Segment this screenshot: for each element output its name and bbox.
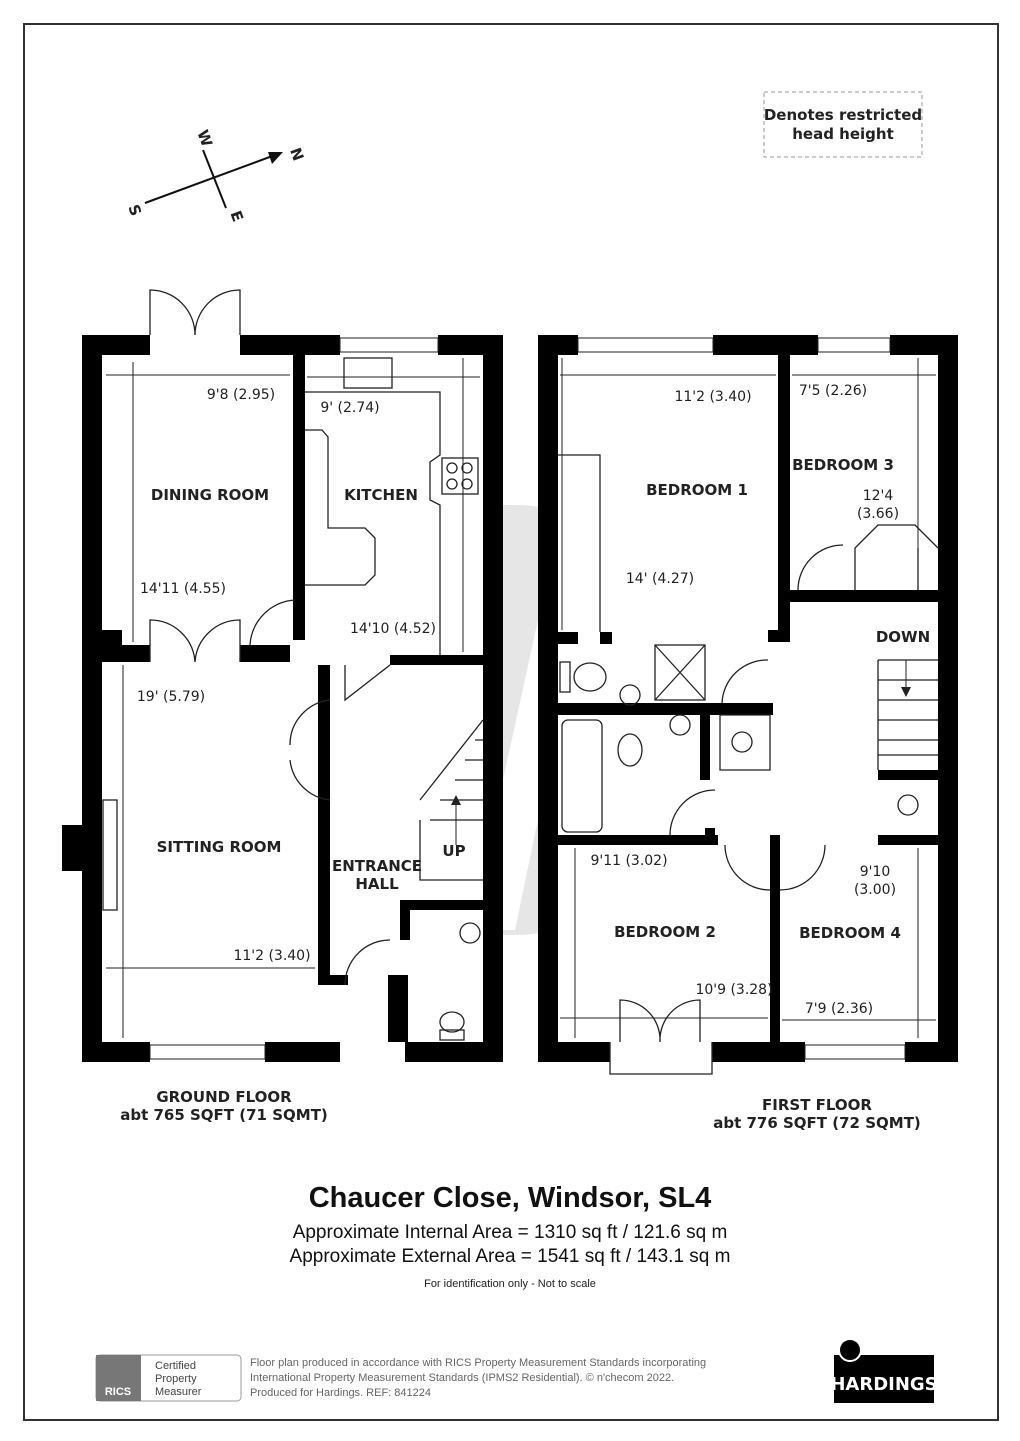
- room-label-entrance-hall: HALL: [355, 875, 399, 893]
- dimension-kitchen-width: 9' (2.74): [320, 400, 379, 416]
- first-floor-plan: BEDROOM 1 BEDROOM 3 BEDROOM 2 BEDROOM 4 …: [538, 335, 958, 1132]
- certified-text: Property: [155, 1373, 197, 1385]
- certified-text: Certified: [155, 1360, 196, 1372]
- footer-note: Floor plan produced in accordance with R…: [250, 1357, 706, 1369]
- external-area: Approximate External Area = 1541 sq ft /…: [290, 1246, 731, 1267]
- disclaimer: For identification only - Not to scale: [424, 1278, 596, 1290]
- dimension-sitting-length: 19' (5.79): [137, 689, 205, 705]
- footer-note: Produced for Hardings. REF: 841224: [250, 1387, 431, 1399]
- dimension-bedroom3-length: (3.66): [857, 506, 899, 522]
- rics-badge: RICS Certified Property Measurer: [95, 1354, 242, 1402]
- room-label-bedroom-1: BEDROOM 1: [646, 481, 748, 499]
- dimension-bedroom4-length: 9'10: [860, 864, 891, 880]
- ground-floor-label: GROUND FLOOR: [156, 1088, 292, 1106]
- dimension-bedroom4-width: 7'9 (2.36): [805, 1001, 873, 1017]
- legend-text: Denotes restricted: [764, 106, 922, 124]
- rics-logo-text: RICS: [105, 1386, 131, 1398]
- dimension-bedroom3-width: 7'5 (2.26): [799, 383, 867, 399]
- dimension-bedroom2-width: 10'9 (3.28): [695, 982, 772, 998]
- room-label-dining-room: DINING ROOM: [151, 486, 269, 504]
- footer-note: International Property Measurement Stand…: [250, 1372, 674, 1384]
- room-label-bedroom-3: BEDROOM 3: [792, 456, 894, 474]
- first-floor-label: FIRST FLOOR: [762, 1096, 872, 1114]
- legend-text: head height: [792, 125, 894, 143]
- ground-floor-plan: DINING ROOM KITCHEN SITTING ROOM ENTRANC…: [62, 289, 503, 1124]
- room-label-sitting-room: SITTING ROOM: [157, 838, 282, 856]
- property-title: Chaucer Close, Windsor, SL4: [309, 1182, 712, 1214]
- restricted-height-legend: Denotes restricted head height: [763, 91, 923, 158]
- brand-name: HARDINGS: [830, 1374, 937, 1395]
- page-border: [23, 23, 999, 1421]
- dimension-dining-length: 14'11 (4.55): [140, 581, 226, 597]
- hardings-logo: HARDINGS: [830, 1338, 938, 1403]
- dimension-sitting-width: 11'2 (3.40): [233, 948, 310, 964]
- compass-north: N: [286, 145, 307, 163]
- room-label-entrance-hall: ENTRANCE: [332, 857, 422, 875]
- room-label-bedroom-4: BEDROOM 4: [799, 924, 901, 942]
- dimension-dining-width: 9'8 (2.95): [207, 387, 275, 403]
- dimension-bedroom1-width: 11'2 (3.40): [674, 389, 751, 405]
- stairs-up-label: UP: [442, 842, 465, 860]
- dimension-bedroom1-length: 14' (4.27): [626, 571, 694, 587]
- dimension-bedroom4-length: (3.00): [854, 882, 896, 898]
- room-label-bedroom-2: BEDROOM 2: [614, 923, 716, 941]
- ground-floor-area: abt 765 SQFT (71 SQMT): [120, 1106, 328, 1124]
- dimension-bedroom3-length: 12'4: [863, 488, 894, 504]
- compass-icon: N S W E: [124, 127, 307, 224]
- compass-south: S: [124, 202, 145, 218]
- dimension-bedroom2-length: 9'11 (3.02): [590, 853, 667, 869]
- dimension-kitchen-length: 14'10 (4.52): [350, 621, 436, 637]
- compass-east: E: [226, 208, 246, 224]
- internal-area: Approximate Internal Area = 1310 sq ft /…: [293, 1222, 728, 1243]
- compass-west: W: [193, 127, 216, 149]
- certified-text: Measurer: [155, 1386, 202, 1398]
- room-label-kitchen: KITCHEN: [344, 486, 418, 504]
- first-floor-area: abt 776 SQFT (72 SQMT): [713, 1114, 921, 1132]
- stairs-down-label: DOWN: [876, 628, 930, 646]
